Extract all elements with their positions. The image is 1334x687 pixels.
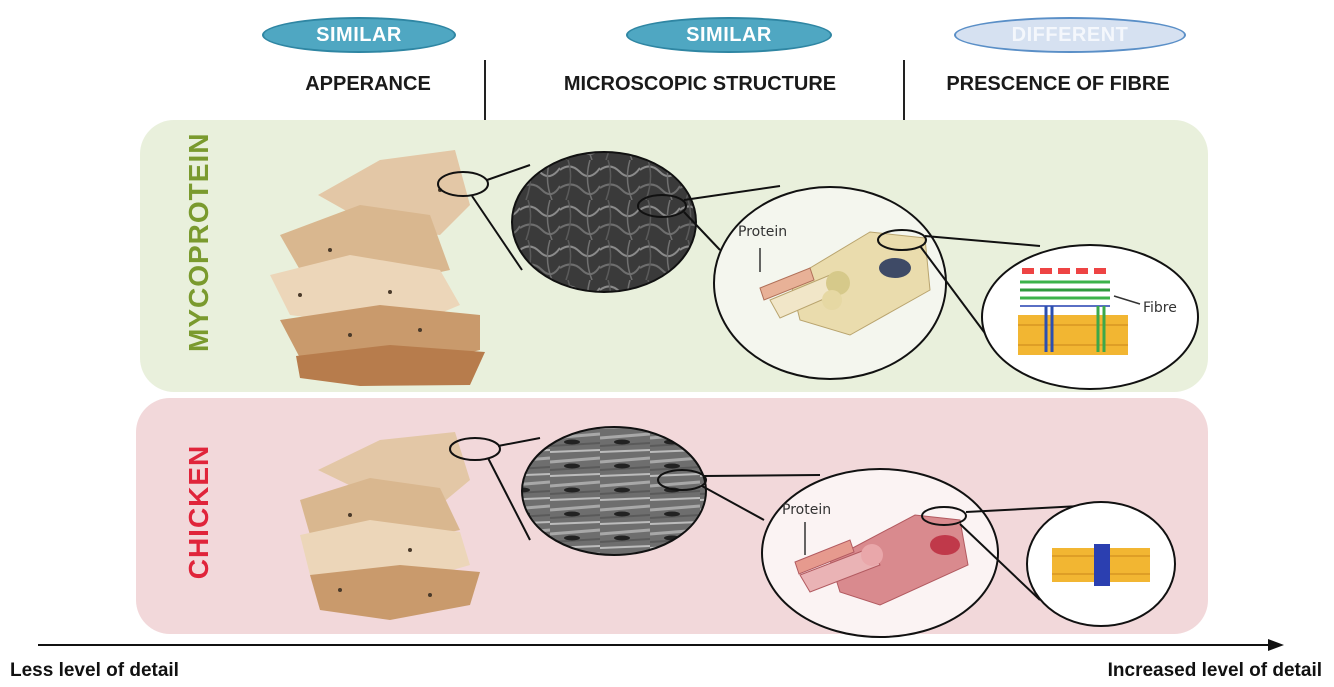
protein-label-chicken: Protein — [782, 502, 831, 518]
axis-caption-right: Increased level of detail — [1108, 660, 1322, 682]
chicken-protein-cell-diagram — [762, 469, 998, 637]
mycoprotein-food-image — [270, 150, 485, 386]
chicken-micrograph — [522, 427, 706, 555]
chicken-cell-membrane-diagram — [1027, 502, 1175, 626]
mycoprotein-cell-wall-fibre-diagram — [982, 245, 1198, 389]
protein-label-mycoprotein: Protein — [738, 224, 787, 240]
axis-arrowhead — [1268, 639, 1284, 651]
axis-caption-left: Less level of detail — [10, 660, 179, 682]
fibre-label: Fibre — [1143, 300, 1177, 316]
chicken-food-image — [300, 432, 480, 620]
mycoprotein-micrograph — [512, 152, 696, 292]
mycoprotein-protein-cell-diagram — [714, 187, 946, 379]
